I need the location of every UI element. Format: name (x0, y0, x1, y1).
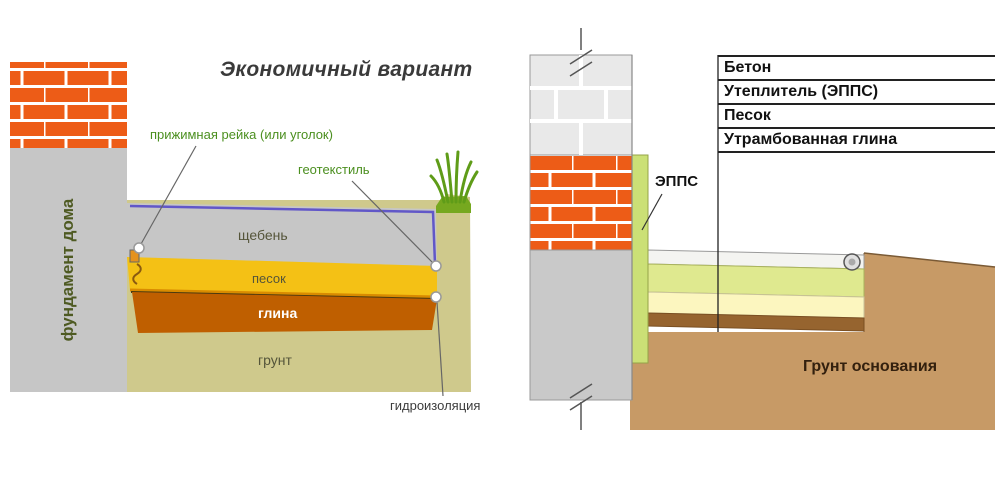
foundation-label: фундамент дома (58, 198, 77, 342)
epps-layer (647, 263, 865, 298)
foundation-column (10, 148, 127, 392)
sand-layer-label: песок (252, 271, 286, 286)
geotextile-line (129, 204, 437, 265)
legend-label: Песок (724, 107, 771, 124)
callout-clamp-rail: прижимная рейка (или уголок) (150, 127, 333, 142)
legend-item-concrete: Бетон (718, 55, 995, 79)
epps-leader-line (641, 193, 663, 231)
gravel-layer-label: щебень (238, 227, 288, 243)
sand-layer (127, 257, 437, 296)
sand-bottom-edge (129, 288, 438, 299)
legend-label: Бетон (724, 59, 772, 76)
gravel-layer (127, 203, 437, 266)
left-leader-lines (140, 145, 444, 397)
edge-pipe-inner (848, 258, 856, 266)
callout-geotextile: геотекстиль (298, 162, 370, 177)
left-diagram-title: Экономичный вариант (220, 58, 473, 81)
legend-item-compacted-clay: Утрамбованная глина (718, 127, 995, 151)
soil-layer-label: грунт (258, 352, 292, 368)
grass-icon (429, 150, 479, 204)
base-soil-area (630, 253, 995, 430)
legend-item-insulation: Утеплитель (ЭППС) (718, 79, 995, 103)
callout-waterproofing: гидроизоляция (390, 398, 481, 413)
wall-concrete-bottom (529, 249, 633, 401)
marker-circles (133, 242, 442, 303)
soil-surface-line (863, 252, 996, 268)
materials-legend: Бетон Утеплитель (ЭППС) Песок Утрамбован… (718, 55, 995, 153)
foundation-brick-top (10, 62, 127, 148)
legend-item-sand: Песок (718, 103, 995, 127)
break-symbol-top (569, 28, 593, 77)
clay-layer (132, 292, 437, 333)
break-symbol-bottom (569, 383, 593, 430)
legend-label: Утрамбованная глина (724, 131, 898, 148)
fastener-squiggle (132, 263, 142, 285)
legend-label: Утеплитель (ЭППС) (724, 83, 879, 100)
left-diagram-shapes (10, 62, 479, 397)
base-soil-label: Грунт основания (802, 358, 938, 375)
wall-brick-section (529, 154, 633, 251)
right-diagram-shapes (529, 28, 996, 430)
clay-layer-label: глина (258, 305, 298, 321)
wall-block-joints (530, 55, 632, 155)
epps-strip (631, 154, 649, 364)
callout-epps: ЭППС (655, 173, 699, 190)
